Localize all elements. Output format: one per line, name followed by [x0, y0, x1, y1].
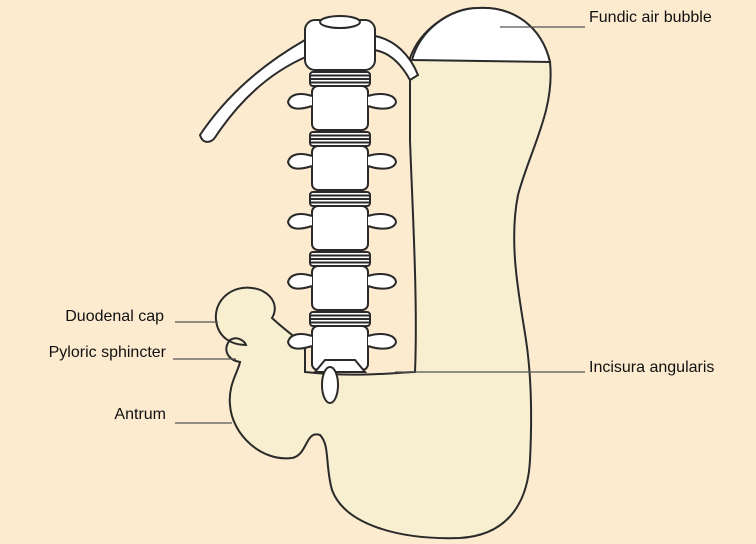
fundic-air-bubble-shape — [412, 8, 550, 62]
vertebral-body — [312, 86, 368, 130]
left-rib — [200, 40, 308, 142]
transverse-process — [368, 154, 396, 169]
incisura-angularis-label: Incisura angularis — [589, 358, 714, 378]
transverse-process — [288, 334, 312, 349]
vertebral-body — [312, 206, 368, 250]
sacral-base — [315, 360, 365, 372]
transverse-process — [288, 274, 312, 289]
fundic-air-bubble-label: Fundic air bubble — [589, 8, 712, 28]
transverse-process — [288, 214, 312, 229]
transverse-process — [368, 94, 396, 109]
vertebral-body — [312, 146, 368, 190]
transverse-process — [368, 274, 396, 289]
duodenal-cap-label: Duodenal cap — [65, 307, 164, 327]
coccyx — [322, 367, 338, 403]
pyloric-sphincter-label: Pyloric sphincter — [49, 343, 166, 363]
antrum-label: Antrum — [114, 405, 166, 425]
vertebral-column — [288, 16, 396, 403]
vertebra-top-disc — [320, 16, 360, 28]
stomach-outline — [216, 8, 551, 538]
transverse-process — [288, 94, 312, 109]
transverse-process — [368, 214, 396, 229]
transverse-process — [288, 154, 312, 169]
vertebral-body — [312, 266, 368, 310]
transverse-process — [368, 334, 396, 349]
